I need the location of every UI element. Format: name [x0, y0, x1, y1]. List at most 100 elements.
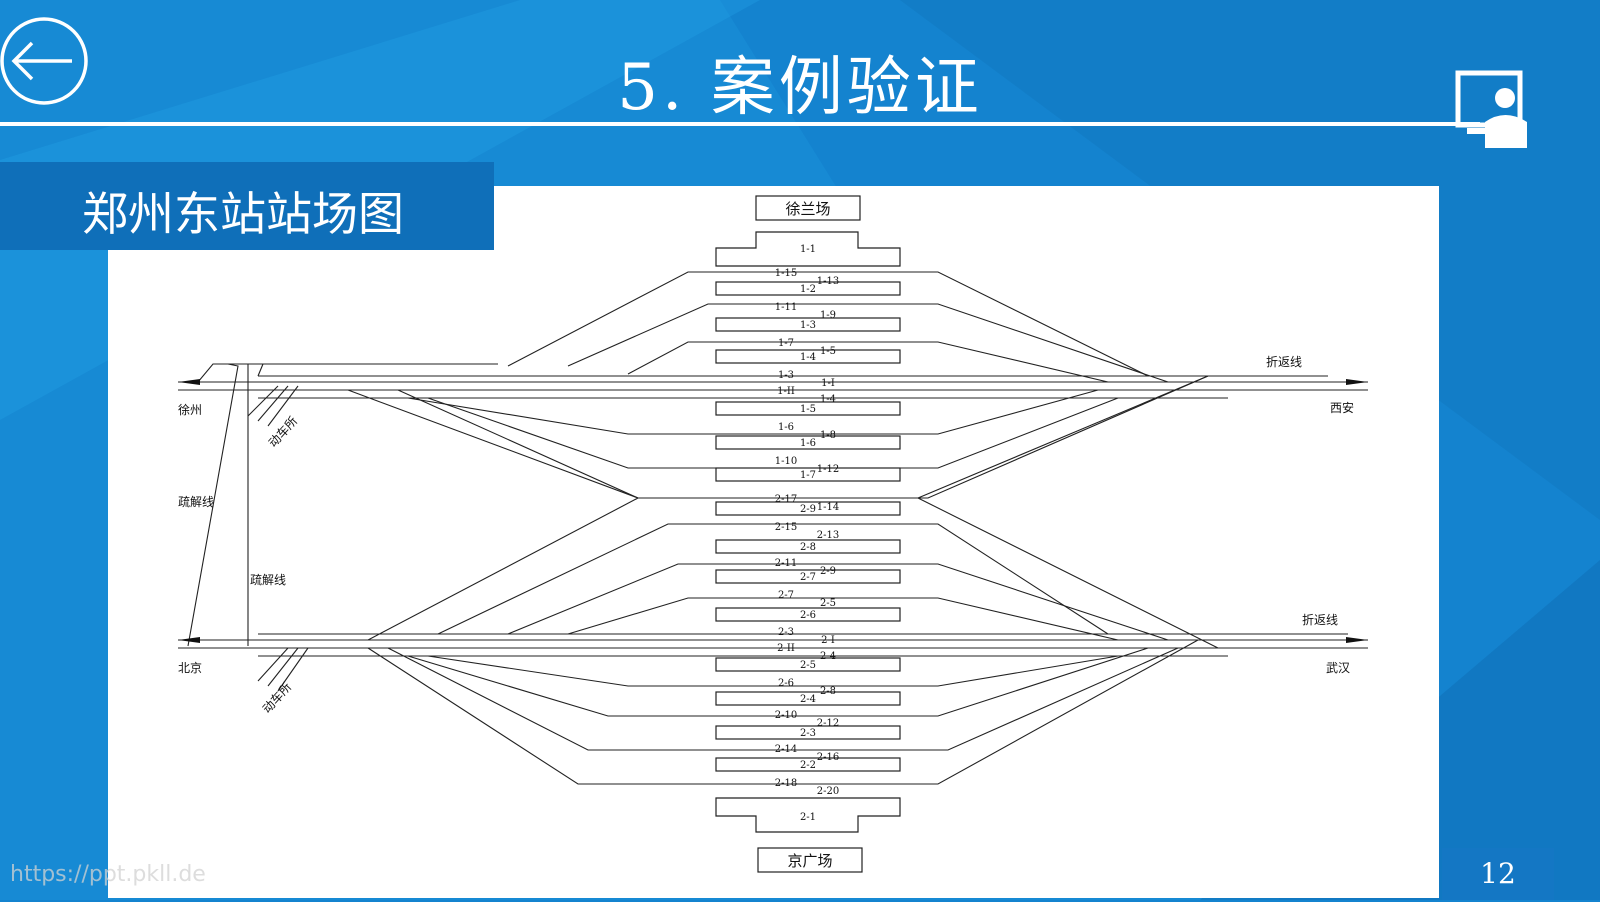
platform-label: 2-7: [800, 572, 816, 583]
track: [917, 375, 1209, 499]
page-number: 12: [1442, 848, 1554, 900]
track-label-right: 2-9: [820, 566, 836, 577]
depot-line: [277, 647, 309, 692]
platform-label: 1-5: [800, 404, 816, 415]
platform-label: 1-1: [800, 244, 816, 255]
platform-2-7: [715, 569, 901, 584]
yard-top-label: 徐兰场: [785, 200, 830, 218]
title-divider: [0, 122, 1480, 126]
platforms: 1-1 1-2 1-3 1-4 1-5 1-6 1-7 2-9 2-8 2-7 2-6 2-5 2-4 2…: [715, 231, 901, 833]
track-label-right: 2-4: [820, 651, 836, 662]
platform-label: 1-3: [800, 320, 816, 331]
track-label-right: 1-9: [820, 310, 836, 321]
platform-label: 2-5: [800, 660, 816, 671]
station-yard-diagram: 1-1 1-2 1-3 1-4 1-5 1-6 1-7 2-9 2-8 2-7 2-6 2-5 2-4 2…: [108, 186, 1439, 898]
place-xian: 西安: [1330, 400, 1354, 415]
platform-2-4: [715, 691, 901, 706]
track-label-left: 1-10: [775, 456, 797, 467]
track-label-right: 1-5: [820, 346, 836, 357]
arrow-icon: [1346, 379, 1368, 385]
depot-label-2: 动车所: [259, 679, 294, 716]
track-label-right: 2-8: [820, 686, 836, 697]
back-arrow-icon: [0, 17, 88, 105]
place-xuzhou: 徐州: [178, 402, 202, 417]
platform-label: 1-7: [800, 470, 816, 481]
depot-line: [257, 385, 289, 422]
connector-line: [187, 363, 239, 647]
track: [437, 523, 1109, 635]
track-label-left: 2-17: [775, 494, 797, 505]
arrow-icon: [1346, 637, 1368, 643]
platform-2-6: [715, 607, 901, 622]
track: [567, 303, 1169, 383]
depot-line: [267, 647, 299, 687]
track-label-right: 2-12: [817, 718, 839, 729]
yard-top-box: [755, 195, 861, 221]
direction-arrows: [178, 379, 1368, 643]
yard-svg: 1-1 1-2 1-3 1-4 1-5 1-6 1-7 2-9 2-8 2-7 2-6 2-5 2-4 2…: [178, 195, 1368, 873]
track-label-right: 2-20: [817, 786, 839, 797]
track-label-right: 2-5: [820, 598, 836, 609]
platform-2-2: [715, 757, 901, 772]
track-label-left: 1-15: [775, 268, 797, 279]
platform-1-6: [715, 435, 901, 450]
platform-label: 2-6: [800, 610, 816, 621]
watermark: https://ppt.pkll.de: [10, 862, 206, 887]
track: [407, 647, 1149, 717]
connector-line: [257, 363, 264, 377]
depot-line: [257, 647, 289, 682]
platform-2-1: [715, 797, 901, 833]
track-label-left: 2-14: [775, 744, 797, 755]
track-label-left: 2-15: [775, 522, 797, 533]
track: [367, 497, 639, 641]
platform-label: 2-2: [800, 760, 816, 771]
section-title: 郑州东站站场图: [82, 187, 404, 241]
track-label-left: 1-6: [778, 422, 794, 433]
track-label-right: 1-I: [821, 378, 835, 389]
track-label-left: 1-3: [778, 370, 794, 381]
track-label-right: 1-13: [817, 276, 839, 287]
connector-line: [197, 363, 498, 383]
track-label-right: 2-I: [821, 635, 835, 646]
track: [917, 497, 1219, 649]
platform-2-9: [715, 501, 901, 516]
arrow-icon: [178, 379, 200, 385]
platform-label: 2-3: [800, 728, 816, 739]
connector-label-2: 疏解线: [250, 572, 286, 587]
section-header: 郑州东站站场图: [0, 162, 494, 250]
platform-2-5: [715, 657, 901, 672]
track: [627, 341, 1109, 383]
platform-1-3: [715, 317, 901, 332]
depot-label-1: 动车所: [265, 413, 300, 450]
turnback-label-2: 折返线: [1302, 612, 1338, 627]
back-button[interactable]: [0, 15, 90, 107]
track-label-left: 2-10: [775, 710, 797, 721]
track-label-left: 1-11: [775, 302, 797, 313]
track-label-right: 2-13: [817, 530, 839, 541]
track: [567, 597, 1119, 641]
platform-label: 2-9: [800, 504, 816, 515]
track-label-left: 2-11: [775, 558, 797, 569]
yard-bottom-label: 京广场: [787, 852, 832, 870]
platform-1-4: [715, 349, 901, 364]
platform-label: 2-1: [800, 812, 816, 823]
platform-1-7: [715, 467, 901, 482]
platform-1-2: [715, 281, 901, 296]
track-label-left: 1-II: [777, 386, 795, 397]
track: [367, 639, 1199, 785]
platform-label: 2-8: [800, 542, 816, 553]
platform-label: 1-2: [800, 284, 816, 295]
track: [427, 655, 1119, 687]
track-label-right: 1-12: [817, 464, 839, 475]
platform-label: 1-4: [800, 352, 816, 363]
place-beijing: 北京: [178, 661, 202, 675]
place-wuhan: 武汉: [1326, 661, 1350, 675]
platform-1-1: [715, 231, 901, 267]
track-label-right: 1-8: [820, 430, 836, 441]
track: [507, 563, 1169, 641]
track-label-left: 2-II: [777, 643, 795, 654]
platform-2-8: [715, 539, 901, 554]
presenter-board-icon: [1455, 70, 1535, 150]
track-label-right: 1-14: [817, 502, 839, 513]
turnback-label-1: 折返线: [1266, 354, 1302, 369]
